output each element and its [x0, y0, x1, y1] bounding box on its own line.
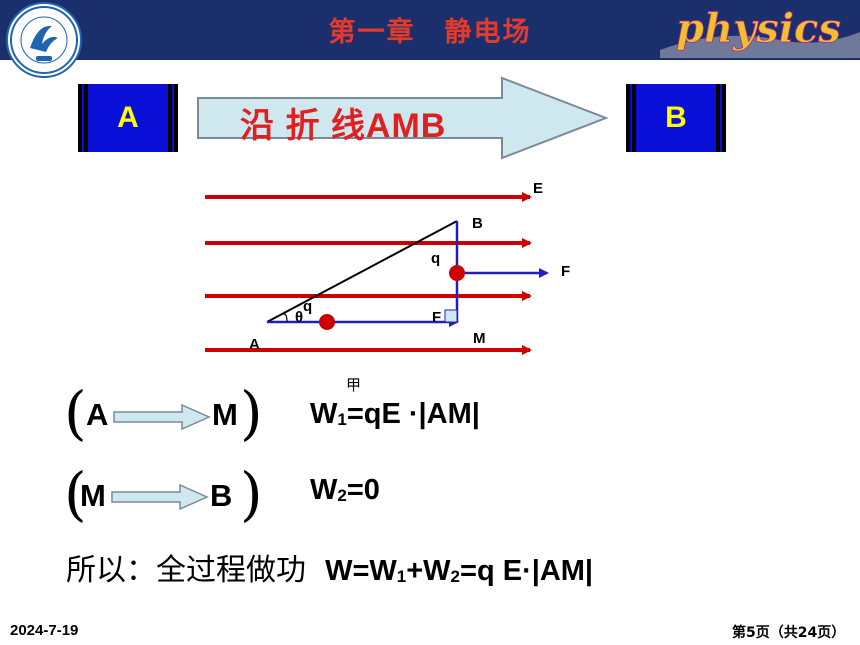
path-label: 沿 折 线AMB: [240, 107, 447, 145]
charge-lower: [319, 314, 335, 330]
start-point-box: A: [78, 84, 178, 152]
header-band: [0, 0, 860, 60]
step1-equation: W1=qE ·|AM|: [310, 398, 480, 430]
figure-caption: 甲: [346, 376, 362, 394]
step1-left-paren: (: [64, 379, 87, 447]
chapter-title: 第一章 静电场: [328, 17, 532, 48]
label-theta: θ: [295, 309, 303, 326]
right-angle-mark: [444, 309, 458, 323]
physics-wordmark: physics: [660, 5, 860, 58]
label-q-upper: q: [431, 250, 440, 267]
end-point-box: B: [626, 84, 726, 152]
start-point-label: A: [117, 101, 139, 134]
label-e: E: [533, 180, 543, 197]
step2-arrow: [111, 483, 209, 511]
footer-date: 2024-7-19: [10, 622, 79, 639]
step1-to: M: [212, 397, 238, 432]
svg-text:physics: physics: [676, 5, 841, 52]
step2-equation: W2=0: [310, 474, 380, 506]
label-m: M: [473, 330, 486, 347]
step1-arrow: [113, 403, 211, 431]
step2-right-paren: ): [240, 460, 263, 528]
summary-line: 所以：全过程做功 W=W1+W2=q E·|AM|: [66, 553, 594, 588]
school-logo: [6, 2, 82, 78]
label-f-upper: F: [561, 263, 570, 280]
end-point-label: B: [665, 101, 687, 134]
label-b: B: [472, 215, 483, 232]
step2-from: M: [80, 478, 106, 513]
label-f-lower: F: [432, 309, 441, 326]
label-q-lower: q: [303, 298, 312, 315]
path-arrow: [197, 76, 608, 160]
hypotenuse-ab: [266, 220, 458, 323]
step2-to: B: [210, 478, 233, 513]
step1-right-paren: ): [240, 379, 263, 447]
label-a: A: [249, 336, 260, 353]
step2-left-paren: (: [64, 460, 87, 528]
angle-arc: [282, 313, 288, 323]
footer-page-number: 第5页（共24页）: [732, 625, 846, 641]
charge-upper: [449, 265, 465, 281]
field-diagram: E B q F q θ F A M: [205, 180, 570, 355]
step1-from: A: [86, 397, 109, 432]
